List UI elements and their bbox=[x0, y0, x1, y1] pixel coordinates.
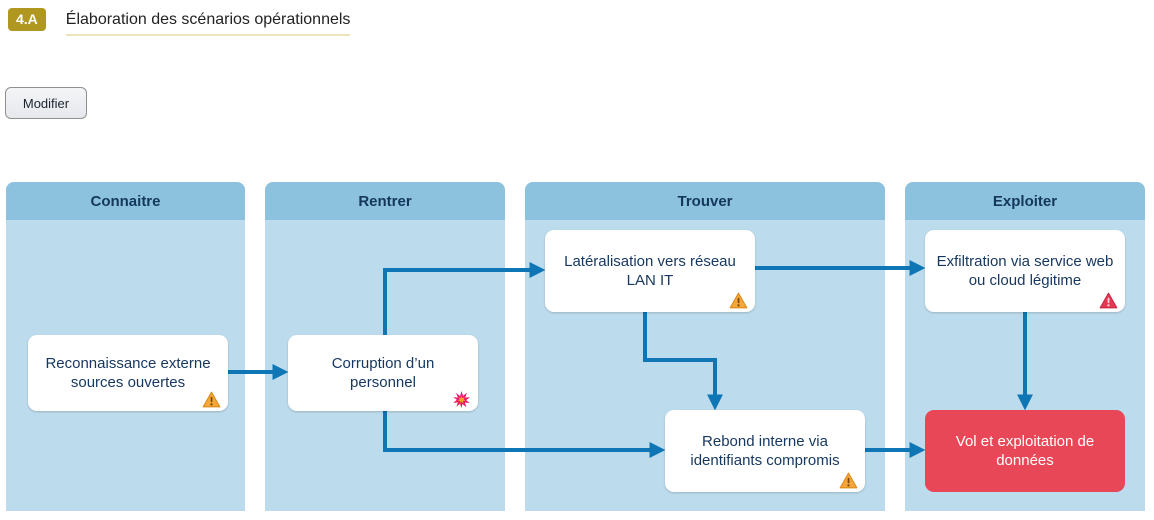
warning-orange-icon bbox=[729, 292, 748, 309]
node-label: Latéralisation vers réseau LAN IT bbox=[564, 252, 736, 290]
attack-burst-icon bbox=[453, 391, 470, 408]
node-label: Vol et exploitation de données bbox=[955, 432, 1095, 470]
page-header: 4.A Élaboration des scénarios opérationn… bbox=[8, 8, 351, 36]
warning-orange-icon bbox=[839, 472, 858, 489]
node-reconnaissance-externe[interactable]: Reconnaissance externe sources ouvertes bbox=[28, 335, 228, 411]
lane-rentrer-header: Rentrer bbox=[265, 182, 505, 220]
lane-exploiter-header: Exploiter bbox=[905, 182, 1145, 220]
node-vol-exploitation-donnees[interactable]: Vol et exploitation de données bbox=[925, 410, 1125, 492]
modify-button[interactable]: Modifier bbox=[5, 87, 87, 119]
node-rebond-interne[interactable]: Rebond interne via identifiants compromi… bbox=[665, 410, 865, 492]
step-badge: 4.A bbox=[8, 8, 46, 31]
warning-orange-icon bbox=[202, 391, 221, 408]
page-title: Élaboration des scénarios opérationnels bbox=[65, 10, 351, 36]
node-label: Corruption d’un personnel bbox=[331, 354, 435, 392]
node-corruption-personnel[interactable]: Corruption d’un personnel bbox=[288, 335, 478, 411]
lane-connaitre-header: Connaitre bbox=[6, 182, 245, 220]
node-label: Rebond interne via identifiants compromi… bbox=[690, 432, 840, 470]
node-label: Reconnaissance externe sources ouvertes bbox=[45, 354, 211, 392]
lane-trouver-header: Trouver bbox=[525, 182, 885, 220]
node-lateralisation-lan-it[interactable]: Latéralisation vers réseau LAN IT bbox=[545, 230, 755, 312]
warning-red-icon bbox=[1099, 292, 1118, 309]
node-exfiltration-web[interactable]: Exfiltration via service web ou cloud lé… bbox=[925, 230, 1125, 312]
node-label: Exfiltration via service web ou cloud lé… bbox=[936, 252, 1114, 290]
